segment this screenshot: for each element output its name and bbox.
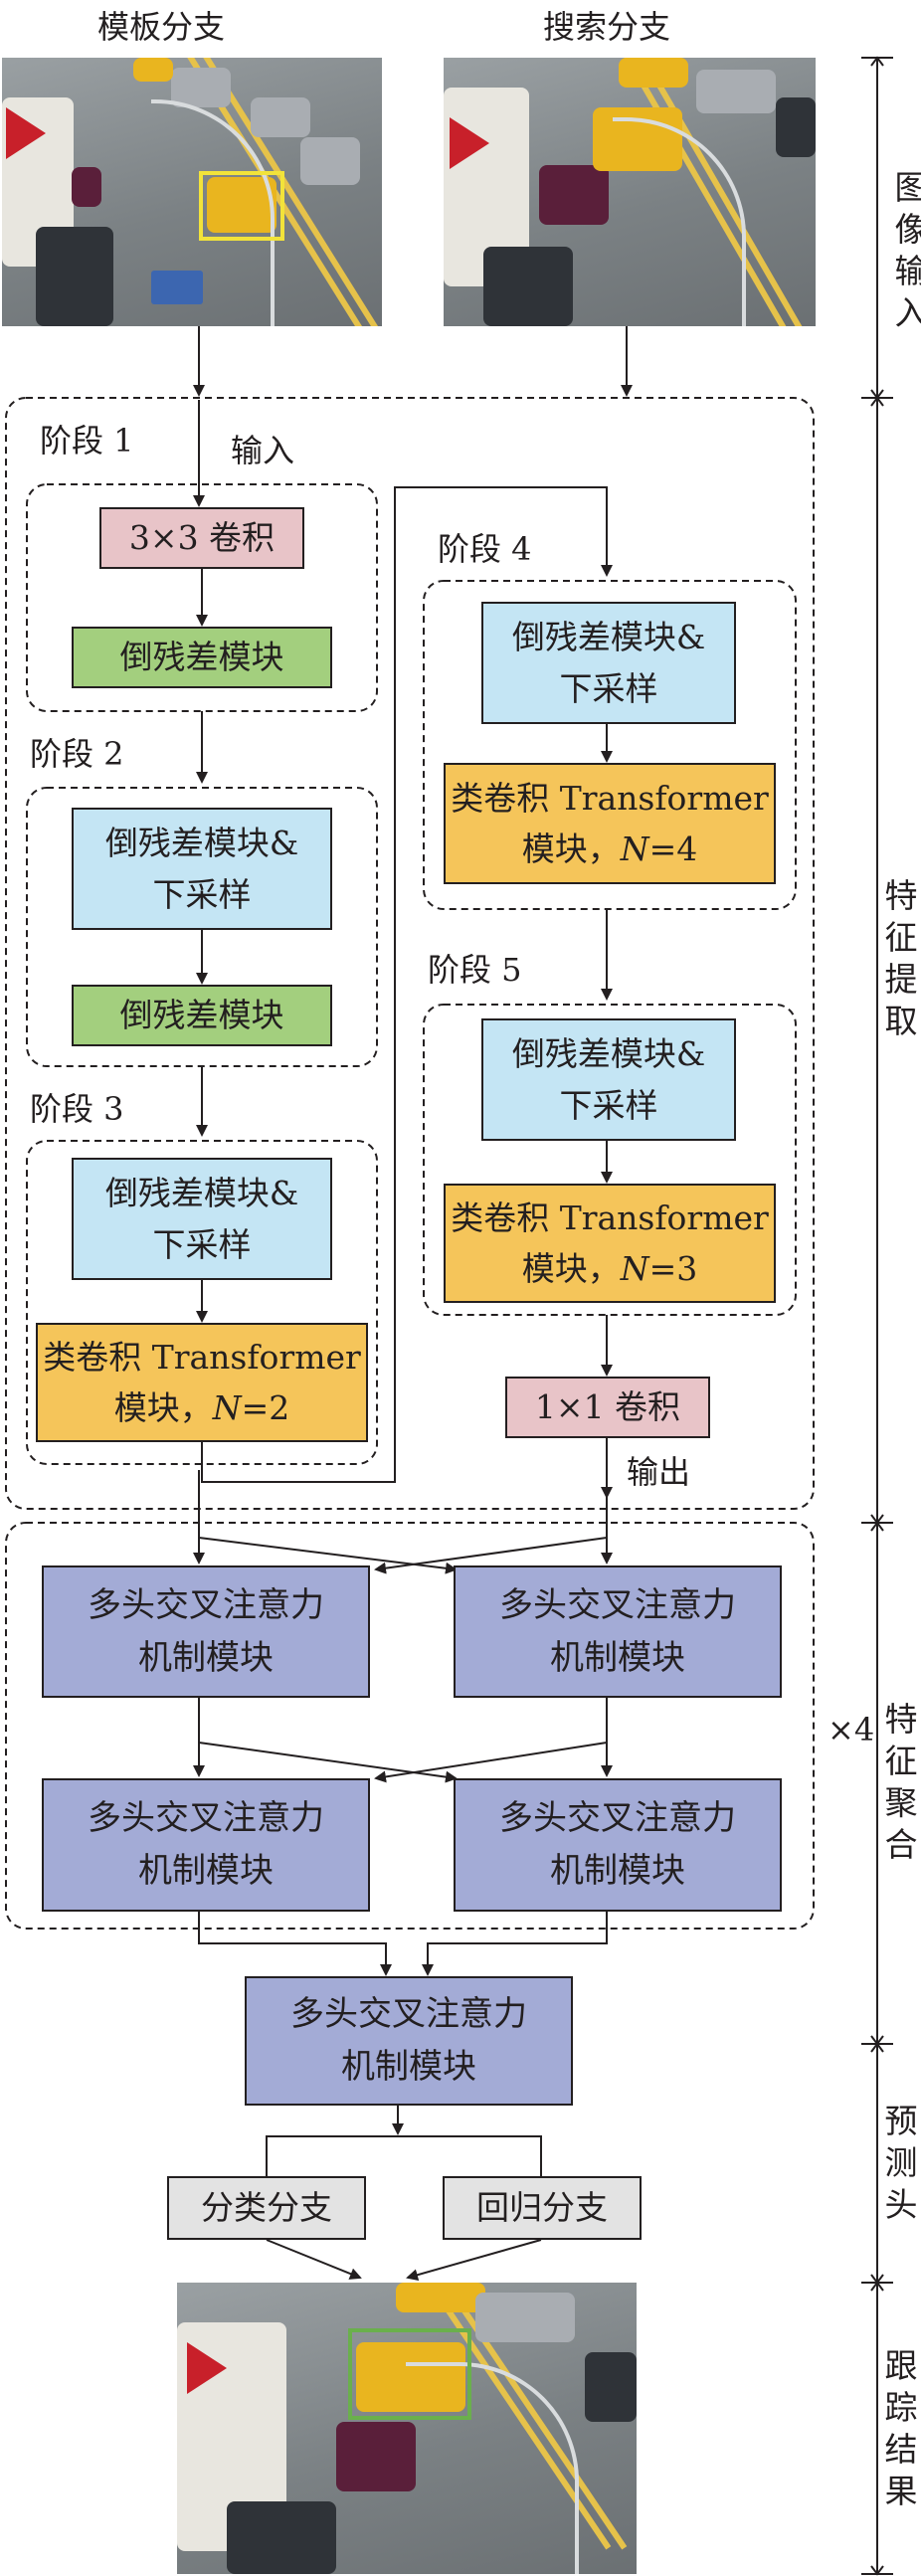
attention-line1: 多头交叉注意力 xyxy=(499,1798,736,1839)
template-target-box xyxy=(199,171,284,241)
conv-transformer-block-s5: 类卷积 Transformer 模块，N=3 xyxy=(444,1184,776,1303)
conv-transformer-block-s4: 类卷积 Transformer 模块，N=4 xyxy=(444,763,776,884)
attention-line1: 多头交叉注意力 xyxy=(499,1584,736,1625)
ir-downsample-block-s4: 倒残差模块& 下采样 xyxy=(481,602,736,724)
ir-downsample-block-s2: 倒残差模块& 下采样 xyxy=(72,808,332,930)
inverted-residual-block-s2: 倒残差模块 xyxy=(72,985,332,1046)
conv1x1-block: 1×1 卷积 xyxy=(505,1377,710,1438)
ir-downsample-line2: 下采样 xyxy=(559,668,658,708)
transformer-line1: 类卷积 Transformer xyxy=(451,1197,769,1237)
feature-aggregation-frame xyxy=(5,1522,815,1930)
attention-line2: 机制模块 xyxy=(550,1851,685,1891)
cross-attention-block-4: 多头交叉注意力 机制模块 xyxy=(454,1778,782,1912)
cross-attention-block-1: 多头交叉注意力 机制模块 xyxy=(42,1565,370,1698)
prediction-head-side-label: 预测头 xyxy=(884,2102,918,2224)
ir-downsample-line1: 倒残差模块& xyxy=(104,1174,299,1213)
attention-line2: 机制模块 xyxy=(138,1637,274,1678)
cross-attention-block-final: 多头交叉注意力 机制模块 xyxy=(245,1976,573,2106)
stage5-label: 阶段 5 xyxy=(428,951,522,989)
cross-attention-block-2: 多头交叉注意力 机制模块 xyxy=(454,1565,782,1698)
attention-line2: 机制模块 xyxy=(341,2047,476,2087)
stage4-frame xyxy=(423,580,797,910)
feature-extraction-side-label: 特征提取 xyxy=(884,876,918,1040)
classification-branch: 分类分支 xyxy=(167,2176,366,2240)
search-image xyxy=(444,58,816,326)
stage1-label: 阶段 1 xyxy=(40,422,134,460)
result-target-box xyxy=(348,2328,471,2420)
transformer-line1: 类卷积 Transformer xyxy=(43,1337,361,1377)
cross-attention-block-3: 多头交叉注意力 机制模块 xyxy=(42,1778,370,1912)
stage3-frame xyxy=(26,1140,378,1465)
repeat-x4-label: ×4 xyxy=(828,1711,875,1748)
ir-downsample-block-s3: 倒残差模块& 下采样 xyxy=(72,1158,332,1280)
transformer-line2: 模块，N=4 xyxy=(521,829,698,868)
output-label: 输出 xyxy=(627,1453,691,1491)
template-branch-title: 模板分支 xyxy=(97,8,226,46)
stage3-label: 阶段 3 xyxy=(30,1090,124,1128)
ir-downsample-line2: 下采样 xyxy=(152,1224,252,1264)
feature-extraction-frame xyxy=(5,397,815,1510)
stage5-frame xyxy=(423,1004,797,1316)
conv-transformer-block-s3: 类卷积 Transformer 模块，N=2 xyxy=(36,1323,368,1442)
tracking-result-image xyxy=(177,2283,637,2574)
attention-line1: 多头交叉注意力 xyxy=(88,1798,324,1839)
transformer-line2: 模块，N=3 xyxy=(521,1249,698,1288)
transformer-line2: 模块，N=2 xyxy=(113,1388,290,1427)
attention-line2: 机制模块 xyxy=(138,1851,274,1891)
ir-downsample-line1: 倒残差模块& xyxy=(104,824,299,863)
input-label: 输入 xyxy=(231,432,295,469)
ir-downsample-line2: 下采样 xyxy=(559,1085,658,1125)
search-branch-title: 搜索分支 xyxy=(543,8,671,46)
ir-downsample-line1: 倒残差模块& xyxy=(511,1034,706,1074)
inverted-residual-block-s1: 倒残差模块 xyxy=(72,627,332,688)
attention-line2: 机制模块 xyxy=(550,1637,685,1678)
stage2-label: 阶段 2 xyxy=(30,735,124,773)
tracking-result-side-label: 跟踪结果 xyxy=(884,2346,918,2510)
regression-branch: 回归分支 xyxy=(443,2176,642,2240)
template-image xyxy=(2,58,382,326)
attention-line1: 多头交叉注意力 xyxy=(88,1584,324,1625)
ir-downsample-block-s5: 倒残差模块& 下采样 xyxy=(481,1018,736,1141)
attention-line1: 多头交叉注意力 xyxy=(290,1994,527,2035)
ir-downsample-line1: 倒残差模块& xyxy=(511,618,706,657)
stage1-frame xyxy=(26,483,378,712)
feature-aggregation-side-label: 特征聚合 xyxy=(884,1700,918,1864)
stage4-label: 阶段 4 xyxy=(438,530,532,568)
image-input-side-label: 图像输入 xyxy=(894,168,921,332)
ir-downsample-line2: 下采样 xyxy=(152,874,252,914)
transformer-line1: 类卷积 Transformer xyxy=(451,778,769,818)
conv3x3-block: 3×3 卷积 xyxy=(99,507,304,569)
